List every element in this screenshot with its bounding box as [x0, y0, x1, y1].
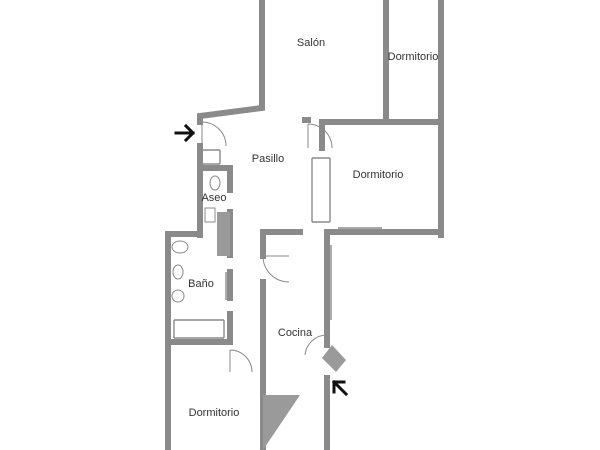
walls	[165, 0, 444, 450]
label-bano: Baño	[188, 278, 214, 290]
label-dormitorio-2: Dormitorio	[353, 169, 404, 181]
sink-icon	[204, 207, 216, 223]
toilet-icon-2	[172, 264, 184, 280]
wall-fills	[217, 212, 346, 450]
label-pasillo: Pasillo	[252, 153, 284, 165]
label-cocina: Cocina	[278, 327, 313, 339]
fixtures	[171, 175, 221, 303]
label-salon: Salón	[297, 37, 325, 49]
toilet-icon	[209, 175, 221, 191]
kitchen-arrow-icon	[331, 379, 349, 397]
label-aseo: Aseo	[201, 192, 226, 204]
thin-lines	[173, 149, 382, 339]
entrance-arrow-icon	[174, 123, 196, 143]
bidet-icon	[171, 289, 185, 303]
label-dormitorio-3: Dormitorio	[189, 407, 240, 419]
doors	[201, 121, 333, 373]
basin-icon	[171, 240, 189, 254]
label-dormitorio-1: Dormitorio	[388, 51, 439, 63]
